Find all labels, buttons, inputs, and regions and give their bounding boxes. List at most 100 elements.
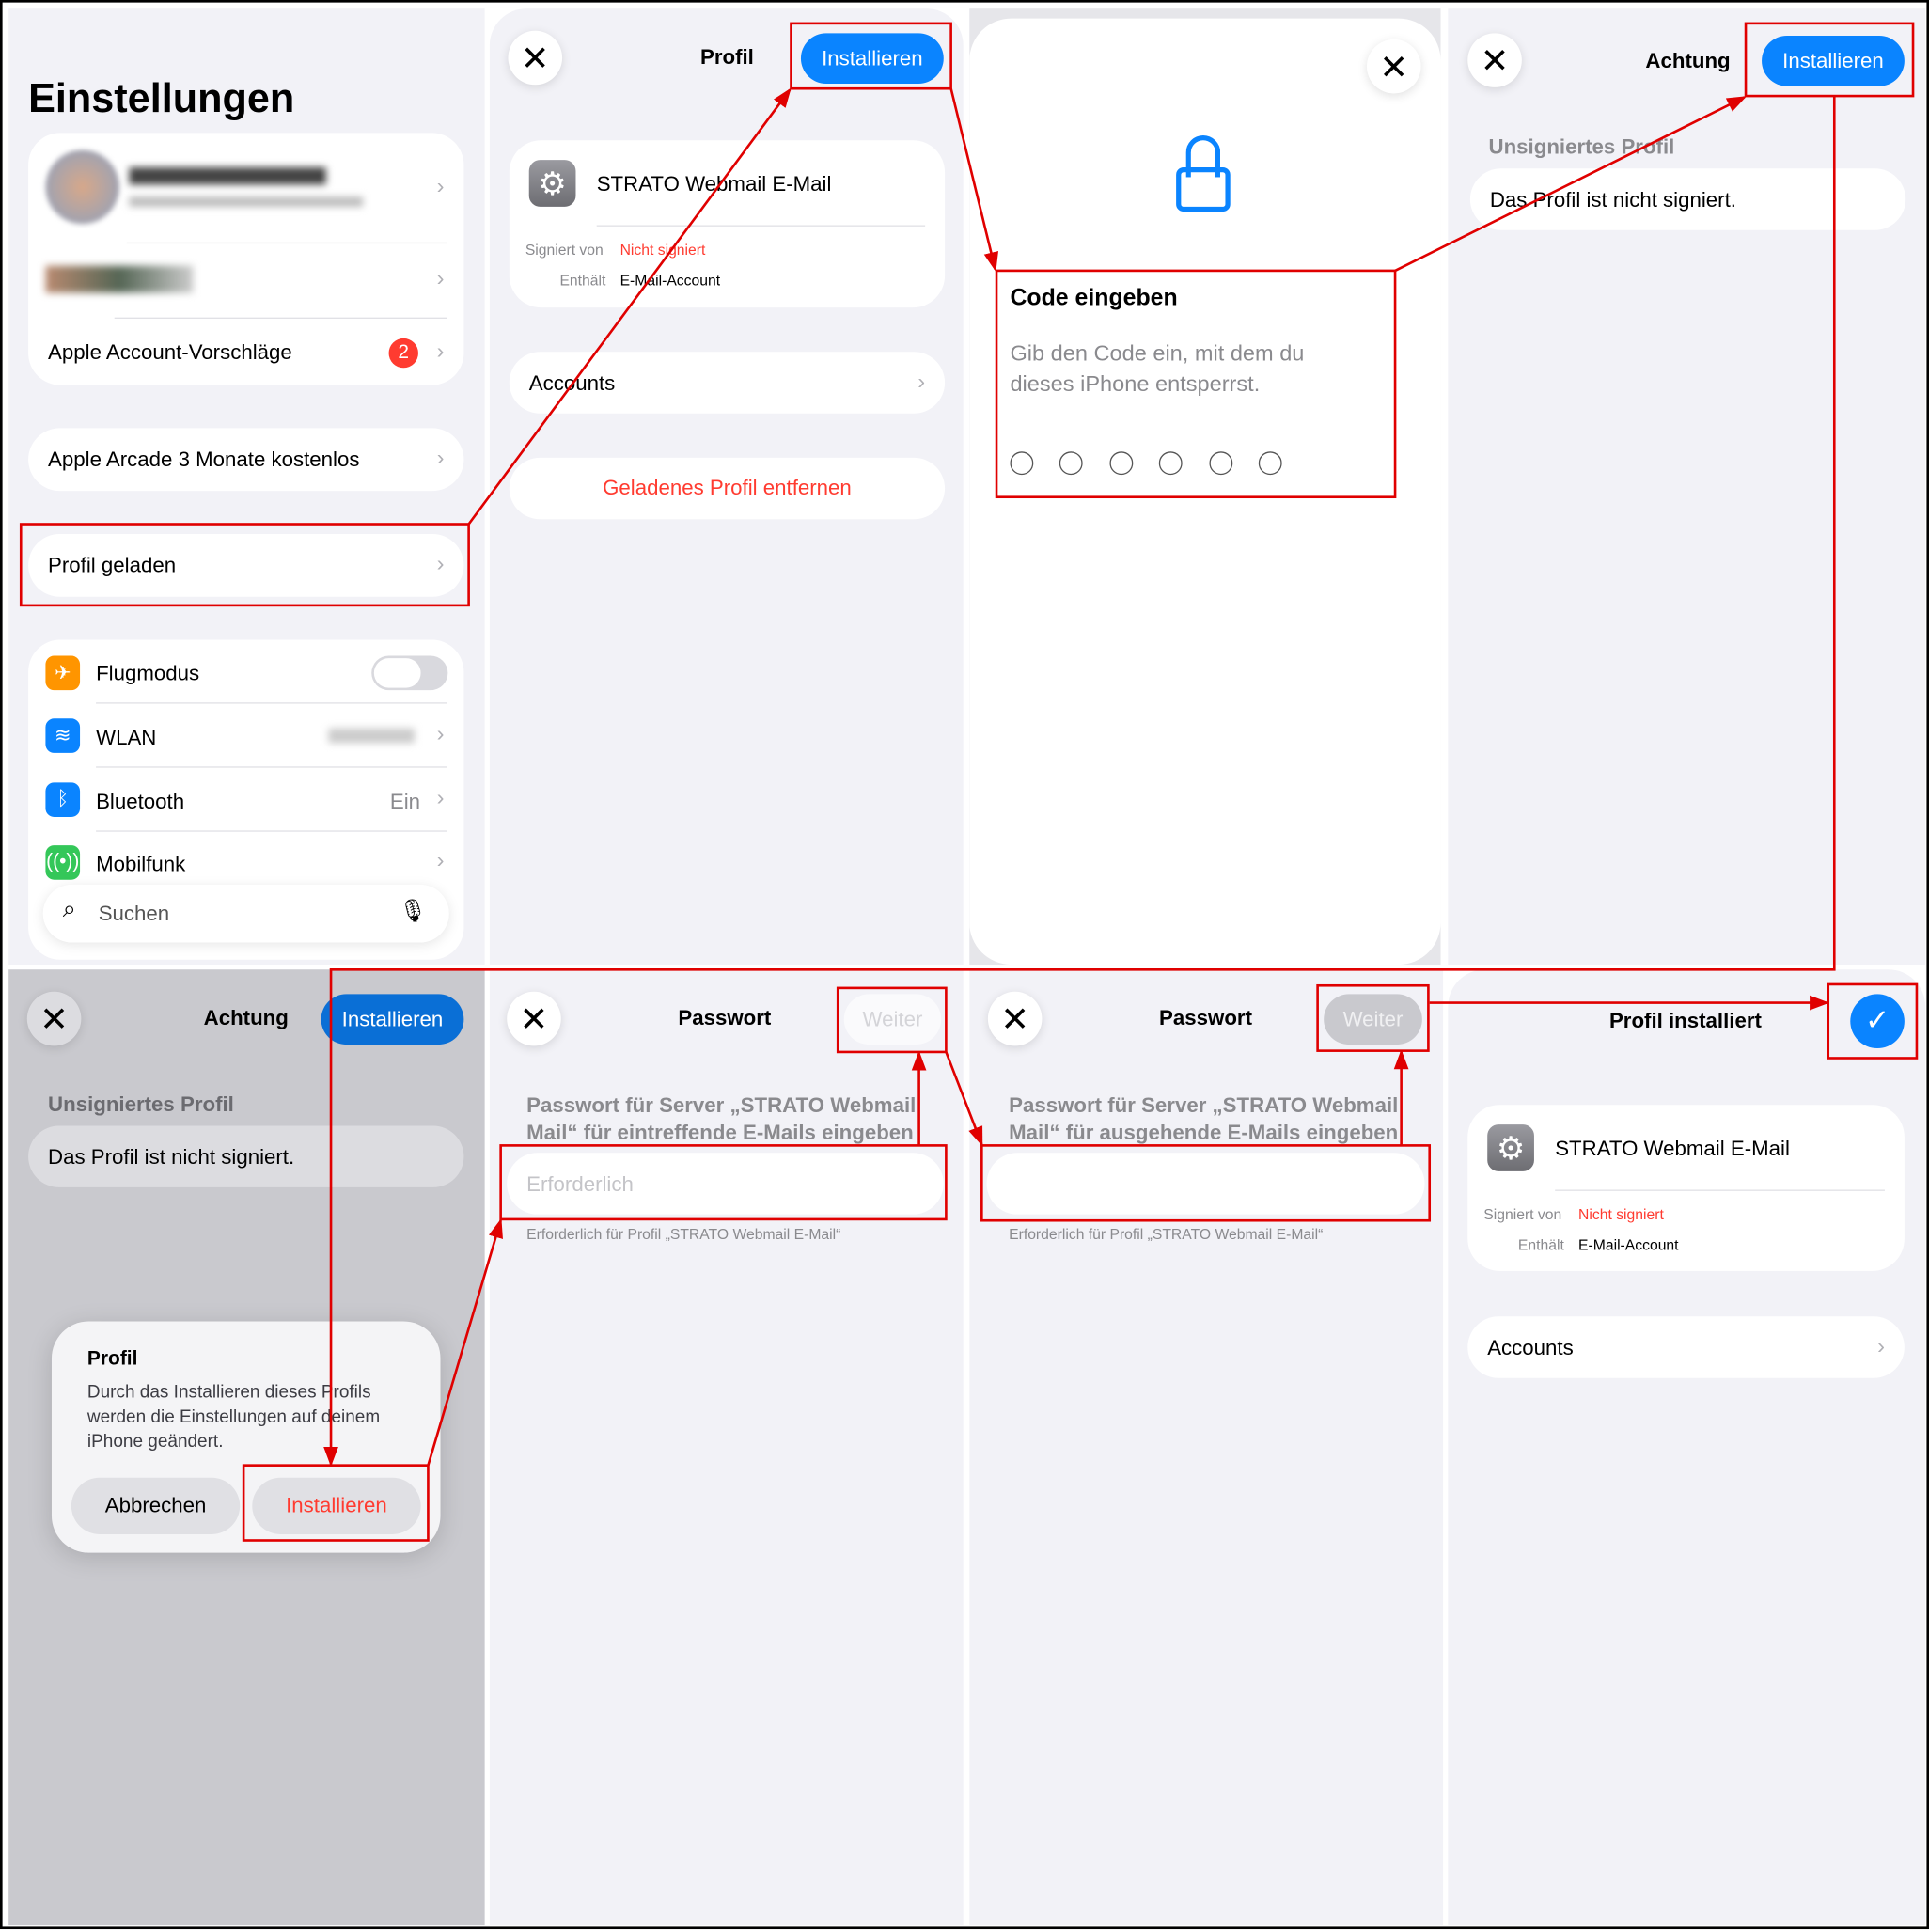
password-outgoing-panel: ✕ Passwort Weiter Passwort für Server „S… xyxy=(969,969,1444,1926)
wifi-icon: ≋ xyxy=(45,718,81,753)
chevron-right-icon: › xyxy=(436,784,445,810)
unsigned-card: Das Profil ist nicht signiert. xyxy=(28,1125,464,1187)
divider xyxy=(114,317,447,319)
password-placeholder: Erforderlich xyxy=(526,1172,634,1197)
contains-label: Enthält xyxy=(1517,1236,1564,1254)
profile-installed-panel: Profil installiert ✓ ⚙ STRATO Webmail E-… xyxy=(1448,969,1926,1926)
remove-profile-button[interactable]: Geladenes Profil entfernen xyxy=(509,457,946,520)
blurred-network xyxy=(328,728,416,744)
chevron-right-icon: › xyxy=(436,720,445,746)
airplane-label: Flugmodus xyxy=(96,662,200,685)
contains-value: E-Mail-Account xyxy=(619,272,721,290)
mobile-label[interactable]: Mobilfunk xyxy=(96,852,186,876)
next-button[interactable]: Weiter xyxy=(1324,994,1422,1045)
passcode-text: Gib den Code ein, mit dem du dieses iPho… xyxy=(1010,340,1305,397)
bluetooth-label[interactable]: Bluetooth xyxy=(96,790,185,814)
divider xyxy=(1555,1189,1885,1191)
page-title: Einstellungen xyxy=(28,74,295,121)
airplane-toggle[interactable] xyxy=(371,655,448,691)
nav-title: Passwort xyxy=(1159,1006,1252,1030)
microphone-icon[interactable]: 🎙 xyxy=(399,898,428,923)
arcade-label: Apple Arcade 3 Monate kostenlos xyxy=(48,448,360,472)
contains-label: Enthält xyxy=(559,272,606,290)
nav-title: Achtung xyxy=(1645,49,1731,73)
passcode-sheet: ✕ Code eingeben Gib den Code ein, mit de… xyxy=(969,18,1441,966)
accounts-row[interactable]: Accounts › xyxy=(1467,1316,1905,1378)
close-button[interactable]: ✕ xyxy=(26,991,82,1046)
alert-dialog: Profil Durch das Installieren dieses Pro… xyxy=(51,1321,441,1553)
next-button[interactable]: Weiter xyxy=(843,994,942,1045)
signed-by-label: Signiert von xyxy=(1483,1205,1562,1223)
arcade-row[interactable]: Apple Arcade 3 Monate kostenlos › xyxy=(28,428,464,492)
profile-loaded-row[interactable]: Profil geladen › xyxy=(28,533,464,597)
nav-title: Profil installiert xyxy=(1608,1009,1762,1032)
done-checkmark-button[interactable]: ✓ xyxy=(1850,994,1905,1049)
divider xyxy=(96,766,447,768)
alert-title: Profil xyxy=(86,1348,138,1370)
airplane-icon: ✈ xyxy=(45,655,81,691)
profile-name: STRATO Webmail E-Mail xyxy=(1555,1137,1790,1161)
cancel-label: Abbrechen xyxy=(104,1493,207,1517)
avatar[interactable] xyxy=(45,149,119,225)
password-field[interactable]: Erforderlich xyxy=(507,1153,944,1215)
chevron-right-icon: › xyxy=(436,847,445,872)
install-button[interactable]: Installieren xyxy=(1762,35,1905,86)
signed-by-label: Signiert von xyxy=(525,241,604,259)
divider xyxy=(96,702,447,704)
divider xyxy=(96,830,447,832)
section-header: Unsigniertes Profil xyxy=(1488,134,1675,159)
blurred-family[interactable] xyxy=(45,265,194,293)
chevron-right-icon: › xyxy=(436,173,445,198)
next-label: Weiter xyxy=(1342,1007,1404,1031)
wifi-label[interactable]: WLAN xyxy=(96,726,157,749)
bluetooth-icon: ᛒ xyxy=(45,782,81,817)
install-button[interactable]: Installieren xyxy=(800,33,944,84)
password-footnote: Erforderlich für Profil „STRATO Webmail … xyxy=(1009,1225,1324,1243)
close-button[interactable]: ✕ xyxy=(1467,33,1522,87)
confirm-install-label: Installieren xyxy=(286,1493,387,1517)
unsigned-text: Das Profil ist nicht signiert. xyxy=(48,1145,295,1170)
accounts-label: Accounts xyxy=(528,371,616,396)
close-button[interactable]: ✕ xyxy=(507,991,561,1046)
cancel-button[interactable]: Abbrechen xyxy=(71,1477,241,1534)
passcode-panel: ✕ Code eingeben Gib den Code ein, mit de… xyxy=(969,8,1441,966)
bluetooth-value: Ein xyxy=(389,790,421,814)
antenna-icon: ((•)) xyxy=(45,845,81,880)
confirm-install-button[interactable]: Installieren xyxy=(252,1477,421,1534)
close-button[interactable]: ✕ xyxy=(508,30,563,86)
signed-by-value: Nicht signiert xyxy=(1578,1205,1664,1223)
profile-name: STRATO Webmail E-Mail xyxy=(596,172,832,196)
settings-gear-icon: ⚙ xyxy=(528,160,576,207)
alert-message: Durch das Installieren dieses Profils we… xyxy=(86,1382,381,1453)
accounts-label: Accounts xyxy=(1487,1336,1574,1360)
accounts-row[interactable]: Accounts › xyxy=(509,352,946,414)
lock-icon xyxy=(1176,134,1231,212)
search-bar[interactable]: ⌕ Suchen 🎙 xyxy=(42,884,449,943)
password-footnote: Erforderlich für Profil „STRATO Webmail … xyxy=(526,1225,841,1243)
profile-info-card: ⚙ STRATO Webmail E-Mail Signiert von Nic… xyxy=(1467,1105,1905,1271)
blurred-email xyxy=(129,196,364,207)
unsigned-text: Das Profil ist nicht signiert. xyxy=(1489,188,1736,212)
account-card: › › Apple Account-Vorschläge 2 › xyxy=(28,133,464,385)
passcode-dot xyxy=(1109,451,1134,476)
unsigned-card: Das Profil ist nicht signiert. xyxy=(1469,168,1906,230)
passcode-title: Code eingeben xyxy=(1010,285,1178,312)
close-button[interactable]: ✕ xyxy=(1366,39,1421,94)
close-button[interactable]: ✕ xyxy=(987,991,1043,1046)
profile-loaded-label: Profil geladen xyxy=(48,553,177,577)
passcode-dot xyxy=(1059,451,1083,476)
search-input[interactable]: Suchen xyxy=(98,902,170,926)
install-button[interactable]: Installieren xyxy=(321,994,464,1045)
remove-profile-label: Geladenes Profil entfernen xyxy=(603,476,852,500)
chevron-right-icon: › xyxy=(1877,1333,1885,1359)
passcode-dot xyxy=(1158,451,1183,476)
settings-gear-icon: ⚙ xyxy=(1487,1124,1534,1171)
nav-title: Passwort xyxy=(678,1006,772,1030)
next-label: Weiter xyxy=(862,1007,923,1031)
settings-panel: Einstellungen › › Apple Account-Vorschlä… xyxy=(8,8,485,966)
chevron-right-icon: › xyxy=(436,265,445,291)
password-field[interactable] xyxy=(986,1153,1425,1215)
password-incoming-panel: ✕ Passwort Weiter Passwort für Server „S… xyxy=(489,969,964,1926)
account-suggestions-label[interactable]: Apple Account-Vorschläge xyxy=(48,340,292,365)
